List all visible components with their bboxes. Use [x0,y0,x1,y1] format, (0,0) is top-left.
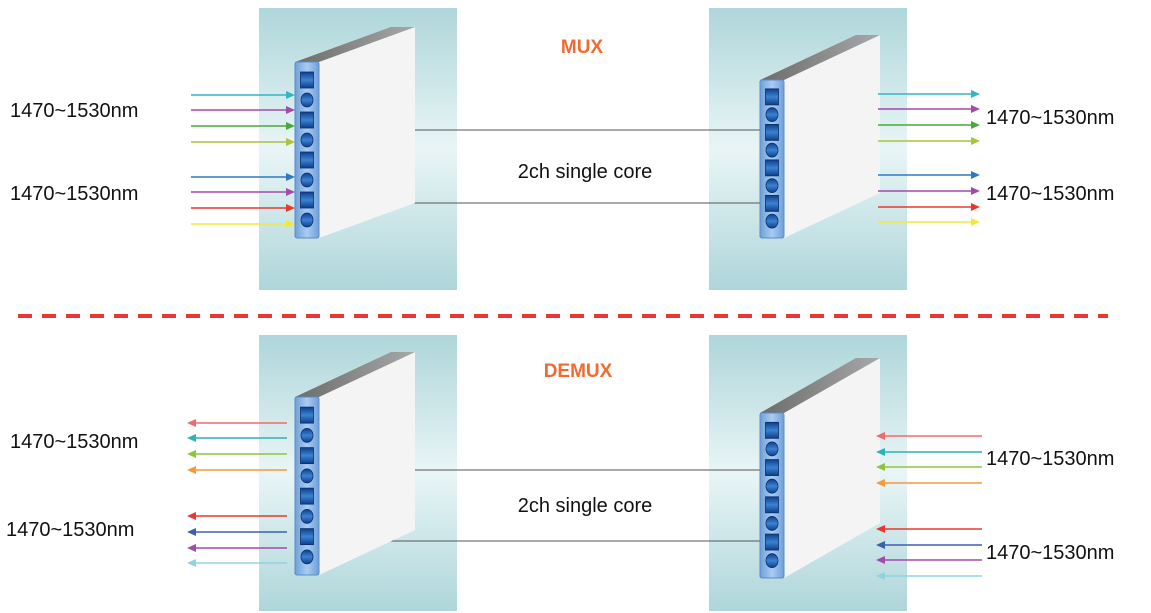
mux-left-device-front-panel [294,61,320,239]
demux-output-arrow [187,528,287,536]
mux-output-arrow [878,105,980,113]
round-port-icon [300,132,314,148]
round-port-icon [300,172,314,188]
mux-left-label-2: 1470~1530nm [10,183,138,205]
mux-right-device-side [784,35,880,238]
demux-left-device-top [295,352,415,397]
mux-core-label: 2ch single core [518,161,653,183]
round-port-icon [765,213,779,229]
demux-output-arrow [187,434,287,442]
demux-left-device-side [319,352,415,575]
square-port-icon [765,533,779,551]
mux-input-arrow [191,173,295,181]
square-port-icon [300,71,314,89]
demux-title: DEMUX [544,361,613,382]
demux-input-arrow [876,525,982,533]
mux-left-device-side [319,27,415,238]
mux-output-arrow [878,171,980,179]
mux-input-arrow [191,106,295,114]
demux-right-label-1: 1470~1530nm [986,448,1114,470]
round-port-icon [765,478,779,494]
mux-right-device-top [760,35,880,80]
mux-left-device [294,27,415,239]
mux-left-device-top [295,27,415,62]
demux-core-label: 2ch single core [518,495,653,517]
mux-output-arrow [878,187,980,195]
square-port-icon [300,151,314,169]
square-port-icon [765,159,779,177]
mux-input-arrow [191,220,295,228]
mux-input-arrow [191,122,295,130]
square-port-icon [300,191,314,209]
mux-output-arrow [878,90,980,98]
round-port-icon [765,142,779,158]
demux-output-arrow [187,512,287,520]
demux-output-arrow [187,450,287,458]
mux-output-arrow [878,218,980,226]
square-port-icon [765,421,779,439]
square-port-icon [765,88,779,106]
mux-right-device [759,35,880,239]
round-port-icon [765,441,779,457]
square-port-icon [765,194,779,212]
round-port-icon [765,178,779,194]
round-port-icon [300,427,314,443]
demux-left-device [294,352,415,576]
square-port-icon [765,123,779,141]
square-port-icon [765,496,779,514]
mux-right-label-2: 1470~1530nm [986,183,1114,205]
square-port-icon [300,487,314,505]
demux-input-arrow [876,448,982,456]
demux-left-device-front-panel [294,396,320,576]
demux-input-arrow [876,463,982,471]
square-port-icon [300,447,314,465]
round-port-icon [765,553,779,569]
mux-input-arrow [191,204,295,212]
mux-input-arrow [191,188,295,196]
round-port-icon [300,212,314,228]
round-port-icon [300,92,314,108]
mux-output-arrow [878,121,980,129]
square-port-icon [765,459,779,476]
wavelength-arrows [187,90,982,580]
square-port-icon [300,528,314,546]
round-port-icon [300,549,314,565]
square-port-icon [300,111,314,129]
mux-title: MUX [561,37,604,58]
mux-input-arrow [191,91,295,99]
demux-output-arrow [187,466,287,474]
demux-input-arrow [876,556,982,564]
round-port-icon [300,508,314,524]
round-port-icon [300,468,314,484]
demux-input-arrow [876,541,982,549]
demux-right-label-2: 1470~1530nm [986,542,1114,564]
mux-right-label-1: 1470~1530nm [986,107,1114,129]
demux-right-device-top [760,358,880,413]
demux-right-device-side [784,358,880,578]
demux-output-arrow [187,419,287,427]
mux-input-arrow [191,138,295,146]
demux-input-arrow [876,479,982,487]
demux-input-arrow [876,432,982,440]
round-port-icon [765,107,779,123]
round-port-icon [765,516,779,531]
mux-output-arrow [878,137,980,145]
devices [294,27,880,579]
demux-right-device [759,358,880,579]
demux-left-label-2: 1470~1530nm [6,519,134,541]
square-port-icon [300,406,314,424]
demux-output-arrow [187,544,287,552]
mux-output-arrow [878,203,980,211]
demux-output-arrow [187,559,287,567]
demux-left-label-1: 1470~1530nm [10,431,138,453]
demux-input-arrow [876,572,982,580]
mux-left-label-1: 1470~1530nm [10,100,138,122]
